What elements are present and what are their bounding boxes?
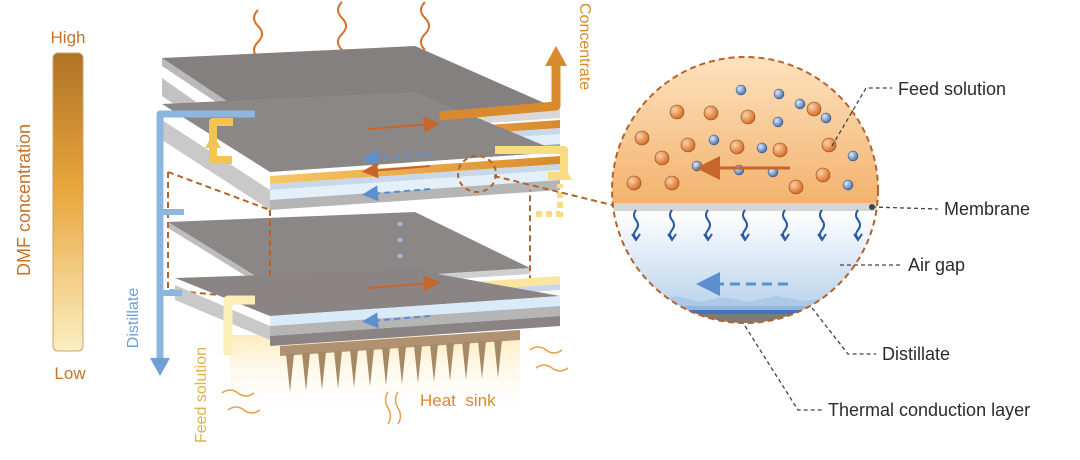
middle-plate-side	[168, 222, 270, 291]
plate-3-gray	[175, 270, 560, 316]
plate-2-front	[270, 180, 560, 210]
heat-sink-fin	[334, 350, 342, 389]
heat-wave-icon	[384, 391, 392, 425]
zoom-circle-outline	[611, 56, 879, 324]
vapor-arrow-icon	[703, 209, 713, 242]
vapor-arrow-icon	[780, 209, 790, 242]
distillate-label: Distillate	[125, 288, 142, 349]
thermal-conduction-leader	[744, 325, 822, 411]
distillate-pipe	[156, 110, 255, 360]
heat-wave-icon	[337, 1, 347, 51]
concentrate-arrowhead	[545, 46, 567, 66]
heat-wave-icon	[420, 1, 430, 51]
feed-flow-arrow	[367, 116, 440, 133]
gap-channel-3	[270, 296, 560, 326]
callout-membrane: Membrane	[944, 199, 1030, 219]
base-plate	[270, 316, 560, 346]
dmf-molecules	[626, 101, 837, 195]
heat-sink-fins	[280, 330, 520, 392]
heat-wave-icon	[394, 391, 402, 425]
heat-sink-fin	[350, 349, 358, 388]
concentration-gradient-bar	[52, 52, 84, 352]
dmf-concentration-scale: High Low DMF concentration	[14, 28, 86, 383]
heat-wave-icon	[535, 364, 569, 372]
distillate-flow-arrow	[362, 150, 431, 167]
zoom-circle	[611, 56, 879, 324]
feed-flow-arrow	[367, 275, 440, 292]
heat-sink-fin	[494, 339, 502, 378]
vapor-arrow-icon	[631, 209, 641, 242]
zoom-connector	[493, 175, 613, 206]
heat-sink-fin	[446, 343, 454, 381]
heat-wave-icon	[529, 346, 563, 354]
feed-region	[612, 57, 878, 204]
membrane-leader	[871, 206, 939, 210]
heat-wave-icon	[221, 389, 255, 397]
conduction-plate-3	[175, 285, 270, 340]
heat-sink-fin	[366, 348, 374, 387]
ellipsis-dot	[397, 221, 403, 227]
feed-solution-leader	[831, 87, 892, 147]
vapor-arrow-icon	[667, 209, 677, 242]
callout-thermal-conduction-layer: Thermal conduction layer	[828, 400, 1030, 420]
scale-low-label: Low	[54, 364, 86, 383]
collapsed-section-top	[167, 171, 271, 211]
heat-sink-fin	[302, 352, 310, 391]
heat-sink-fin	[382, 347, 390, 386]
membrane-region	[612, 203, 878, 211]
feed-flow-arrow	[362, 162, 431, 179]
heat-wave-icon	[227, 406, 261, 414]
heat-sink-fin	[414, 345, 422, 384]
plate-3-front	[270, 306, 560, 336]
heat-sink-fin	[398, 346, 406, 385]
membrane-leader-dot	[869, 204, 875, 210]
scale-high-label: High	[51, 28, 86, 47]
heat-waves-bottom	[221, 346, 569, 425]
concentrate-label: Concentrate	[576, 3, 593, 90]
conduction-plate-2	[162, 120, 270, 210]
heat-sink-fin	[286, 354, 294, 392]
middle-plate	[168, 212, 530, 285]
stack-module	[150, 46, 572, 415]
concentrate-pipe	[439, 64, 561, 121]
feed-inlet-pipe	[223, 295, 255, 355]
callouts	[744, 87, 939, 411]
gap-channel-2	[270, 170, 560, 200]
heat-sink-label: Heat sink	[420, 391, 496, 410]
air-gap-region	[612, 211, 878, 311]
ellipsis-dot	[397, 253, 403, 259]
vapor-flux-arrows	[631, 209, 863, 242]
callout-feed-solution: Feed solution	[898, 79, 1006, 99]
distillate-flow-arrow	[362, 312, 431, 329]
thermal-conduction-region	[612, 314, 878, 323]
feed-connector	[495, 146, 568, 180]
heat-sink-fin	[478, 340, 486, 379]
distillate-leader	[811, 307, 876, 355]
vapor-arrow-icon	[817, 209, 827, 242]
distillate-arrowhead	[150, 358, 170, 376]
ellipsis-dot	[397, 237, 403, 243]
feed-solution-label: Feed solution	[193, 347, 210, 443]
feed-channel-2	[270, 156, 560, 184]
callout-distillate: Distillate	[882, 344, 950, 364]
heat-sink-fin	[318, 351, 326, 390]
vapor-arrow-icon	[853, 209, 863, 242]
scale-title: DMF concentration	[14, 124, 34, 276]
feed-connector-arrowhead	[205, 134, 221, 148]
feed-connector-arrowhead	[556, 166, 572, 180]
heat-sink-fin	[462, 341, 470, 380]
vapor-arrow-icon	[740, 209, 750, 242]
membrane-2	[270, 164, 560, 190]
distillate-flow-arrow	[362, 185, 431, 202]
heat-wave-icon	[253, 9, 263, 59]
heat-sink-fin	[430, 344, 438, 383]
callout-air-gap: Air gap	[908, 255, 965, 275]
feed-connector-dashed	[536, 184, 563, 217]
zoom-region-marker	[457, 155, 497, 193]
